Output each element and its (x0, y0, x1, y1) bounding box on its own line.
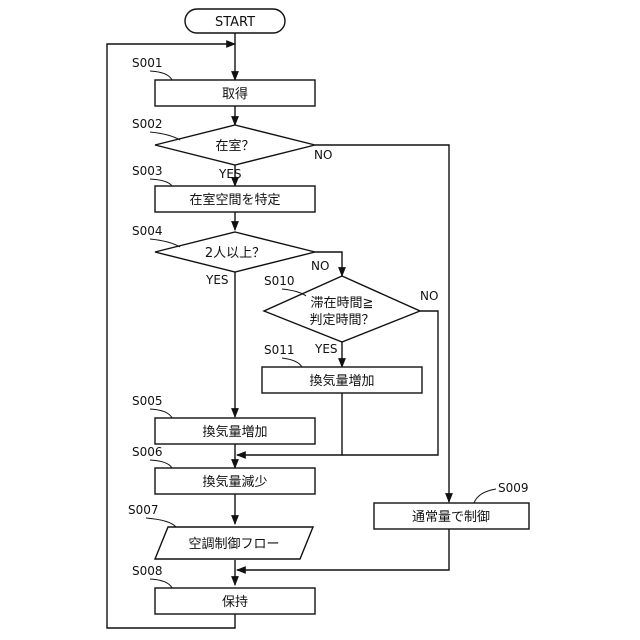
s011-leader (282, 358, 302, 367)
s003-leader (150, 179, 172, 186)
s001-leader (150, 71, 172, 80)
s011-label: 換気量増加 (309, 373, 374, 389)
s002-leader (150, 132, 180, 140)
s005-label: 換気量増加 (202, 424, 267, 440)
s007-id: S007 (128, 503, 159, 517)
s008-id: S008 (132, 564, 163, 578)
s004-no-label: NO (311, 259, 329, 273)
s007-leader (146, 518, 176, 527)
s011-id: S011 (264, 343, 295, 357)
s005-id: S005 (132, 394, 163, 408)
s008-leader (150, 579, 172, 588)
s001-id: S001 (132, 56, 163, 70)
s008-label: 保持 (222, 595, 248, 610)
s010-no-label: NO (420, 289, 438, 303)
s010-yes-label: YES (314, 342, 338, 356)
s010-label-line2: 判定時間？ (309, 313, 374, 328)
s002-no-label: NO (314, 148, 332, 162)
s003-label: 在室空間を特定 (189, 192, 280, 208)
s006-label: 換気量減少 (202, 474, 267, 490)
s002-yes-label: YES (218, 167, 242, 181)
s009-leader (474, 489, 496, 503)
s009-id: S009 (498, 481, 529, 495)
s004-yes-label: YES (205, 273, 229, 287)
s005-leader (150, 409, 172, 418)
s002-label: 在室？ (215, 138, 254, 154)
s001-label: 取得 (222, 86, 248, 102)
s010-label-line1: 滞在時間≧ (311, 296, 374, 311)
s002-id: S002 (132, 117, 163, 131)
start-label: START (215, 15, 255, 30)
s003-id: S003 (132, 164, 163, 178)
s006-leader (150, 460, 172, 468)
s004-id: S004 (132, 224, 163, 238)
s007-label: 空調制御フロー (188, 537, 279, 552)
s006-id: S006 (132, 445, 163, 459)
s010-id: S010 (264, 274, 295, 288)
s004-label: 2人以上？ (205, 246, 265, 261)
s004-leader (150, 239, 180, 247)
s009-label: 通常量で制御 (412, 510, 490, 525)
